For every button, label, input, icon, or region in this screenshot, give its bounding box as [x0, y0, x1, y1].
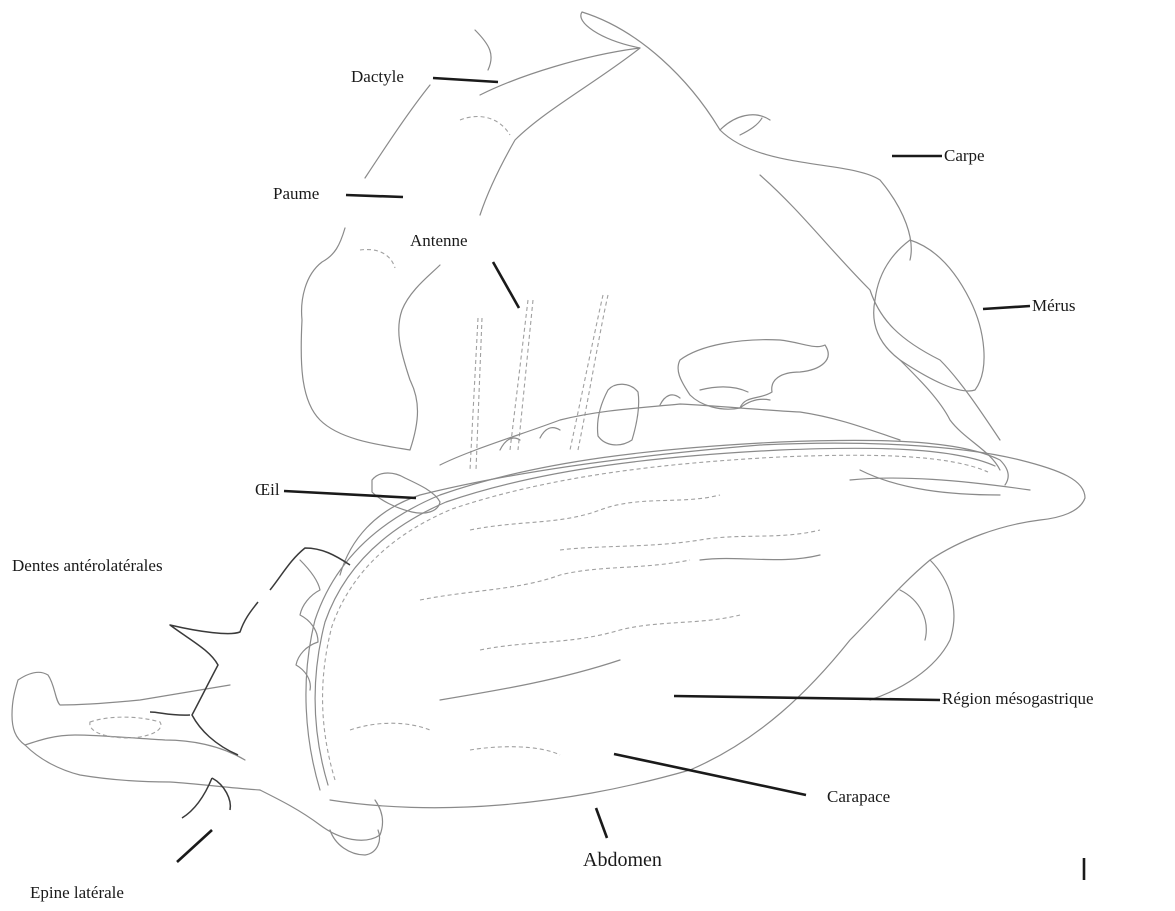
leader-merus — [983, 306, 1030, 309]
claw-dactyl-inner — [480, 48, 640, 215]
claw-dactyl-segment — [720, 115, 770, 135]
label-carapace: Carapace — [827, 788, 890, 805]
carapace-inner-lines — [440, 470, 1030, 700]
posterior-right — [870, 560, 954, 700]
label-dactyle: Dactyle — [351, 68, 404, 85]
antenna-left — [470, 318, 482, 470]
claw-dactyl-outline — [480, 12, 911, 260]
label-abdomen: Abdomen — [583, 850, 662, 870]
front-teeth — [500, 395, 680, 450]
carapace-grooves — [420, 495, 820, 650]
carapace-rim-outer — [306, 440, 1008, 790]
merus-outline — [874, 240, 984, 391]
claw-palm-outline — [301, 228, 440, 450]
label-dentes-anterolaterales: Dentes antérolatérales — [12, 557, 163, 574]
claw-palm-left-edge — [365, 30, 491, 178]
label-oeil: Œil — [255, 481, 280, 498]
eyestalk — [597, 384, 638, 445]
carpus-outline — [760, 175, 1000, 440]
carapace-rim-inner — [315, 448, 995, 785]
leader-abdomen — [596, 808, 607, 838]
antenna-right — [570, 295, 608, 450]
abdomen-dash — [350, 723, 560, 755]
leader-paume — [346, 195, 403, 197]
leader-oeil — [284, 491, 416, 498]
left-extension-lower — [25, 745, 260, 790]
antenna-middle — [510, 300, 533, 450]
left-dash-oval — [90, 717, 161, 738]
abdomen-outline — [260, 790, 382, 840]
front-margin — [440, 404, 900, 465]
abdomen-loop — [330, 830, 379, 855]
left-extension — [12, 672, 245, 760]
label-antenne: Antenne — [410, 232, 468, 249]
leader-dactyle — [433, 78, 498, 82]
leader-region — [674, 696, 940, 700]
leader-antenne — [493, 262, 519, 308]
label-epine-laterale: Epine latérale — [30, 884, 124, 901]
second-claw — [678, 340, 828, 409]
label-carpe: Carpe — [944, 147, 985, 164]
carapace-rim-dash — [323, 455, 988, 780]
label-paume: Paume — [273, 185, 319, 202]
anterolateral-teeth — [150, 548, 350, 755]
leader-epine — [177, 830, 212, 862]
label-merus: Mérus — [1032, 297, 1075, 314]
label-region-mesogastrique: Région mésogastrique — [942, 690, 1094, 707]
